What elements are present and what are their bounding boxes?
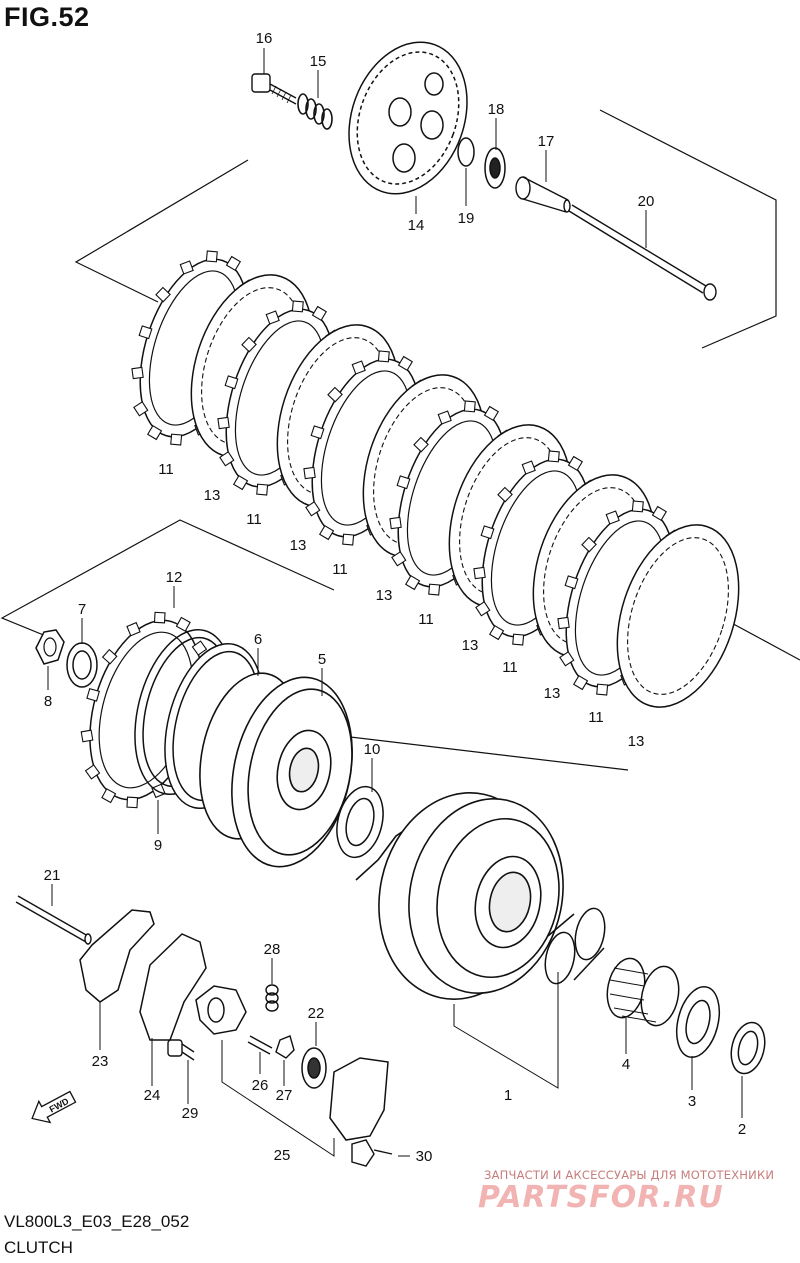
release-housing bbox=[329, 1057, 389, 1141]
clutch-plate-stack bbox=[131, 250, 740, 708]
part-29-bolt bbox=[167, 1039, 195, 1061]
part-1-clutch-housing bbox=[355, 792, 564, 1000]
part-14-pressure-plate bbox=[348, 41, 468, 195]
callout-3: 3 bbox=[688, 1093, 696, 1110]
callout-18: 18 bbox=[488, 101, 505, 118]
part-5-sleeve-hub bbox=[199, 672, 353, 868]
part-27-nut bbox=[275, 1035, 295, 1059]
part-15-spring bbox=[297, 93, 333, 130]
part-20-push-rod bbox=[568, 204, 717, 301]
callout-9: 9 bbox=[154, 837, 162, 854]
callout-5: 5 bbox=[318, 651, 326, 668]
part-4-needle-bearing bbox=[606, 957, 680, 1027]
callout-19: 19 bbox=[458, 210, 475, 227]
callout-21: 21 bbox=[44, 867, 61, 884]
part-7-washer bbox=[66, 642, 98, 688]
plate-stack-box bbox=[74, 109, 800, 661]
fwd-arrow-icon: FWD bbox=[31, 1090, 77, 1124]
callout-30: 30 bbox=[416, 1148, 433, 1165]
callout-8: 8 bbox=[44, 693, 52, 710]
part-23-bracket bbox=[79, 909, 155, 1003]
callout-13-c: 13 bbox=[376, 587, 393, 604]
callout-13-e: 13 bbox=[544, 685, 561, 702]
driven-plate-13-f bbox=[616, 524, 740, 708]
callout-11-f: 11 bbox=[588, 709, 604, 726]
part-21-rod bbox=[15, 895, 92, 945]
callout-10: 10 bbox=[364, 741, 381, 758]
callout-2: 2 bbox=[738, 1121, 746, 1138]
callout-4: 4 bbox=[622, 1056, 630, 1073]
callout-27: 27 bbox=[276, 1087, 293, 1104]
callout-13-b: 13 bbox=[290, 537, 307, 554]
callout-26: 26 bbox=[252, 1077, 269, 1094]
callout-13-d: 13 bbox=[462, 637, 479, 654]
callout-22: 22 bbox=[308, 1005, 325, 1022]
callout-11-a: 11 bbox=[158, 461, 174, 478]
callout-6: 6 bbox=[254, 631, 262, 648]
callout-23: 23 bbox=[92, 1053, 109, 1070]
callout-25: 25 bbox=[274, 1147, 291, 1164]
callout-11-c: 11 bbox=[332, 561, 348, 578]
part-18-bearing bbox=[484, 147, 506, 189]
part-3-thrust-washer bbox=[675, 985, 721, 1059]
figure-title: FIG.52 bbox=[4, 2, 90, 32]
watermark-logo: PARTSFOR.RU bbox=[478, 1180, 724, 1215]
watermark-tagline: ЗАПЧАСТИ И АКСЕССУАРЫ ДЛЯ МОТОТЕХНИКИ bbox=[484, 1168, 775, 1182]
part-4-bush bbox=[544, 907, 606, 985]
part-16-bolt bbox=[251, 73, 297, 105]
part-25-release-lever bbox=[195, 985, 247, 1035]
part-24-gasket bbox=[139, 933, 207, 1041]
part-10-thrust-washer bbox=[336, 785, 384, 859]
callout-28: 28 bbox=[264, 941, 281, 958]
part-17-push-piece bbox=[515, 176, 571, 213]
leader-lines bbox=[47, 48, 743, 1157]
callout-24: 24 bbox=[144, 1087, 161, 1104]
callout-13-f: 13 bbox=[628, 733, 645, 750]
callout-17: 17 bbox=[538, 133, 555, 150]
part-2-spacer bbox=[730, 1021, 766, 1075]
callout-13-a: 13 bbox=[204, 487, 221, 504]
callout-29: 29 bbox=[182, 1105, 199, 1122]
callout-11-e: 11 bbox=[502, 659, 518, 676]
callout-labels: 16 15 14 19 18 17 20 11 13 11 13 11 13 1… bbox=[44, 30, 747, 1165]
callout-1: 1 bbox=[504, 1087, 512, 1104]
callout-20: 20 bbox=[638, 193, 655, 210]
callout-11-b: 11 bbox=[246, 511, 262, 528]
part-8-nut-bore bbox=[43, 637, 57, 657]
diagram-name: CLUTCH bbox=[4, 1238, 73, 1257]
callout-15: 15 bbox=[310, 53, 327, 70]
callout-11-d: 11 bbox=[418, 611, 434, 628]
part-19-washer bbox=[457, 137, 475, 167]
callout-16: 16 bbox=[256, 30, 273, 47]
callout-14: 14 bbox=[408, 217, 425, 234]
callout-12: 12 bbox=[166, 569, 183, 586]
part-28-spring bbox=[265, 984, 279, 1012]
callout-7: 7 bbox=[78, 601, 86, 618]
part-26-screw bbox=[247, 1035, 273, 1055]
part-22-bearing bbox=[301, 1047, 327, 1089]
diagram-code: VL800L3_E03_E28_052 bbox=[4, 1212, 190, 1231]
part-30-bolt bbox=[351, 1139, 393, 1167]
